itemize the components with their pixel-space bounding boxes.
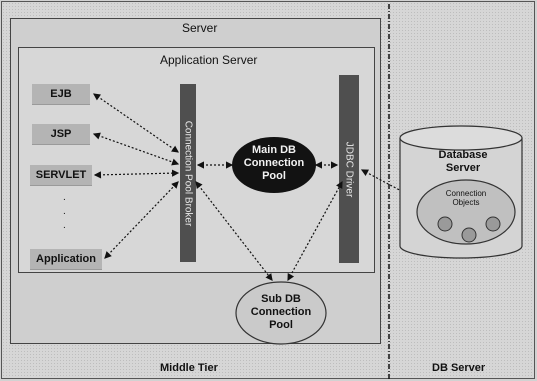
sub-pool-label-line: Connection [250, 306, 312, 318]
db-server-label: DB Server [432, 362, 486, 374]
database-label-line: Database [438, 149, 488, 161]
ellipsis-dot: . [63, 220, 66, 231]
ejb-to-broker-arrow [93, 93, 179, 153]
main-pool-label-line: Main DB [252, 144, 296, 156]
sub-pool-to-jdbc-arrow [287, 180, 343, 282]
connection-pool-broker-bar: Connection Pool Broker [180, 84, 196, 262]
application-to-broker-arrow [104, 181, 179, 259]
connection-object-circle [461, 227, 477, 243]
connection-object-circle [485, 216, 501, 232]
application-server-label: Application Server [160, 53, 258, 67]
sub-pool-label-line: Pool [269, 319, 293, 331]
database-label-line: Server [445, 162, 481, 174]
broker-to-sub-pool-arrow [195, 181, 273, 281]
main-pool-label-line: Pool [262, 170, 286, 182]
connection-objects-label-line: Connection [445, 189, 487, 198]
connection-objects-label-line: Objects [452, 198, 480, 207]
sub-pool-ellipse [235, 281, 327, 345]
servlet-to-broker-arrow [93, 169, 180, 179]
main-pool-label: Main DB Connection Pool [238, 144, 310, 183]
ellipsis-dot: . [63, 206, 66, 217]
middle-tier-label: Middle Tier [160, 362, 218, 374]
main-pool-ellipse [232, 137, 316, 193]
sub-pool-label-line: Sub DB [261, 293, 301, 305]
jsp-tile: JSP [32, 124, 90, 145]
server-label: Server [182, 21, 218, 35]
main-pool-label-line: Connection [243, 157, 305, 169]
database-server-label: Database Server [428, 149, 498, 175]
jsp-to-broker-arrow [92, 132, 180, 166]
sub-pool-label: Sub DB Connection Pool [245, 293, 317, 332]
ellipsis-dot: . [63, 192, 66, 203]
servlet-tile: SERVLET [30, 165, 92, 186]
ejb-tile: EJB [32, 84, 90, 105]
application-tile: Application [30, 249, 102, 270]
connection-object-circle [437, 216, 453, 232]
connection-objects-label: Connection Objects [437, 189, 495, 207]
jdbc-driver-bar: JDBC Driver [339, 75, 359, 263]
